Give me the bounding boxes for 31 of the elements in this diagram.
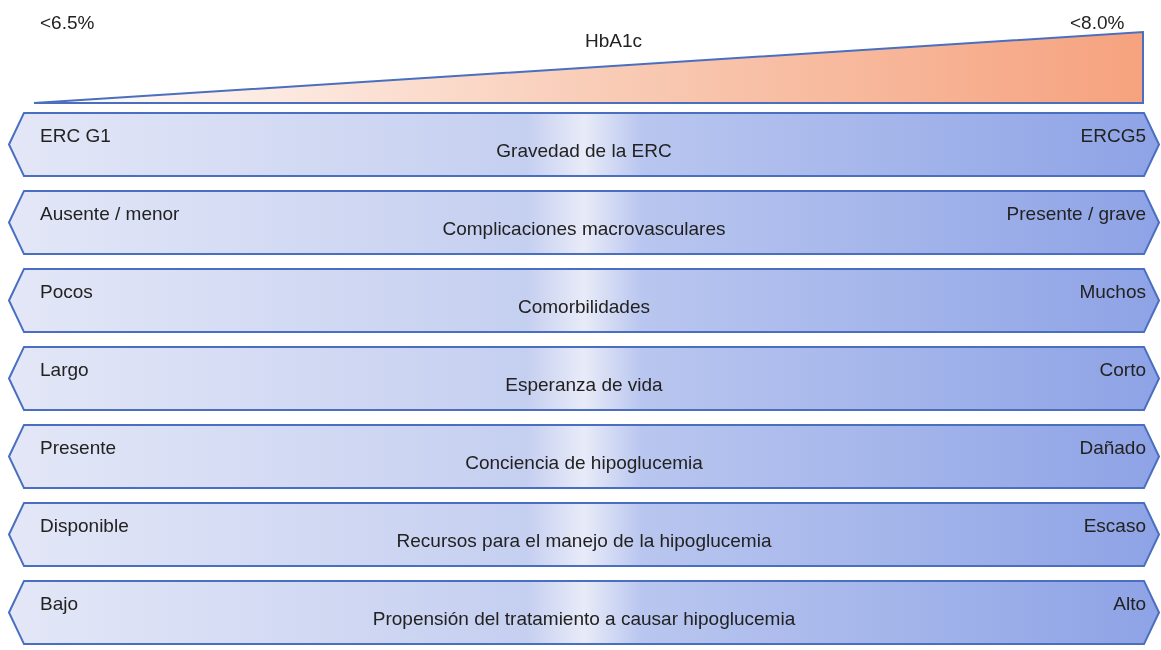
right-end-label: Escaso (1083, 515, 1146, 537)
band-title: Gravedad de la ERC (496, 140, 672, 162)
right-end-label: Corto (1099, 359, 1146, 381)
left-end-label: Disponible (40, 515, 129, 537)
band-title: Recursos para el manejo de la hipoglucemia (396, 530, 772, 552)
scale-band (8, 346, 1160, 411)
right-end-label: Alto (1113, 593, 1146, 615)
scale-band (8, 112, 1160, 177)
left-end-label: Ausente / menor (40, 203, 180, 225)
right-end-label: ERCG5 (1080, 125, 1146, 147)
scale-band (8, 268, 1160, 333)
band-title: Complicaciones macrovasculares (442, 218, 726, 240)
scale-band (8, 424, 1160, 489)
scale-band (8, 580, 1160, 645)
scale-start-label: <6.5% (40, 12, 95, 34)
left-end-label: Pocos (40, 281, 93, 303)
scale-band (8, 502, 1160, 567)
right-end-label: Dañado (1079, 437, 1146, 459)
scale-band (8, 190, 1160, 255)
left-end-label: Largo (40, 359, 89, 381)
band-title: Conciencia de hipoglucemia (465, 452, 703, 474)
right-end-label: Muchos (1079, 281, 1146, 303)
scale-end-label: <8.0% (1070, 12, 1125, 34)
right-end-label: Presente / grave (1006, 203, 1146, 225)
band-title: Comorbilidades (518, 296, 650, 318)
left-end-label: Presente (40, 437, 117, 459)
left-end-label: Bajo (40, 593, 79, 615)
left-end-label: ERC G1 (40, 125, 111, 147)
scale-title: HbA1c (585, 30, 643, 52)
band-title: Propensión del tratamiento a causar hipoglucemia (372, 608, 796, 630)
band-title: Esperanza de vida (505, 374, 663, 396)
